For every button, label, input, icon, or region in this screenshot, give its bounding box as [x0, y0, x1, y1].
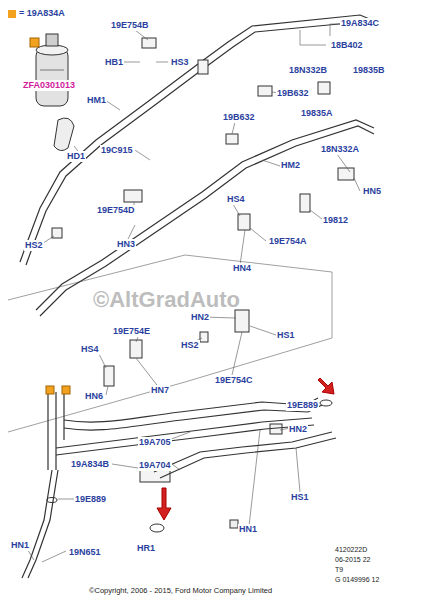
part-number: ZFA0301013 — [22, 80, 76, 91]
callout-label: HN5 — [362, 186, 382, 197]
drawing-code: T9 — [334, 565, 344, 574]
receiver-drier — [30, 34, 68, 106]
callout-label: HN2 — [288, 424, 308, 435]
callout-label: 19A704 — [138, 460, 172, 471]
copyright-note: ©Copyright, 2006 - 2015, Ford Motor Comp… — [88, 586, 273, 595]
leader-lines — [24, 24, 360, 562]
callout-label: 19835A — [300, 108, 334, 119]
callout-label: 19E754E — [112, 326, 151, 337]
direction-arrow — [157, 488, 171, 520]
callout-label: HS3 — [170, 57, 190, 68]
callout-label: 19A705 — [138, 437, 172, 448]
callout-label: 19A834C — [340, 18, 380, 29]
callout-label: 18B402 — [330, 40, 364, 51]
callout-label: 19812 — [322, 215, 349, 226]
callout-label: 19E754B — [110, 20, 150, 31]
callout-label: HD1 — [66, 151, 86, 162]
callout-label: 19E754C — [214, 375, 254, 386]
callout-label: HS4 — [226, 194, 246, 205]
callout-label: 19A834B — [70, 459, 110, 470]
o-ring — [150, 524, 164, 532]
direction-arrow — [318, 378, 334, 394]
callout-label: 19E754A — [268, 236, 308, 247]
o-ring — [47, 498, 57, 503]
callout-label: 19N651 — [68, 547, 102, 558]
drier-bracket — [54, 118, 74, 151]
callout-label: HN6 — [84, 391, 104, 402]
callout-label: HS1 — [290, 492, 310, 503]
callout-label: 19C915 — [100, 145, 134, 156]
callout-label: HM1 — [86, 95, 107, 106]
drawing-code: G 0149996 12 — [334, 575, 380, 584]
callout-label: HB1 — [104, 57, 124, 68]
callout-label: HS2 — [180, 340, 200, 351]
callout-label: HN3 — [116, 239, 136, 250]
callout-label: HN4 — [232, 263, 252, 274]
o-ring — [320, 400, 332, 406]
callout-label: HS4 — [80, 344, 100, 355]
callout-label: HN1 — [10, 540, 30, 551]
drawing-code: 06-2015 22 — [334, 555, 371, 564]
callout-label: 18N332B — [288, 65, 328, 76]
legend-text: = 19A834A — [19, 8, 65, 19]
callout-label: 19E889 — [74, 494, 107, 505]
callout-label: 19835B — [352, 65, 386, 76]
callout-label: HR1 — [136, 543, 156, 554]
callout-label: 18N332A — [320, 144, 360, 155]
callout-label: 19B632 — [276, 88, 310, 99]
lower-pipes — [22, 392, 336, 578]
callout-label: HN7 — [150, 385, 170, 396]
legend-swatch — [8, 10, 16, 18]
callout-label: HS2 — [24, 240, 44, 251]
callout-label: 19B632 — [222, 112, 256, 123]
upper-pipes — [20, 15, 374, 316]
drawing-code: 4120222D — [334, 545, 368, 554]
callout-label: HS1 — [276, 330, 296, 341]
callout-label: HM2 — [280, 160, 301, 171]
callout-label: HN2 — [190, 312, 210, 323]
clips — [52, 38, 354, 482]
callout-label: 19E889 — [286, 400, 319, 411]
watermark: ©AltGradAuto — [92, 288, 241, 312]
callout-label: 19E754D — [96, 205, 136, 216]
callout-label: HN1 — [238, 524, 258, 535]
